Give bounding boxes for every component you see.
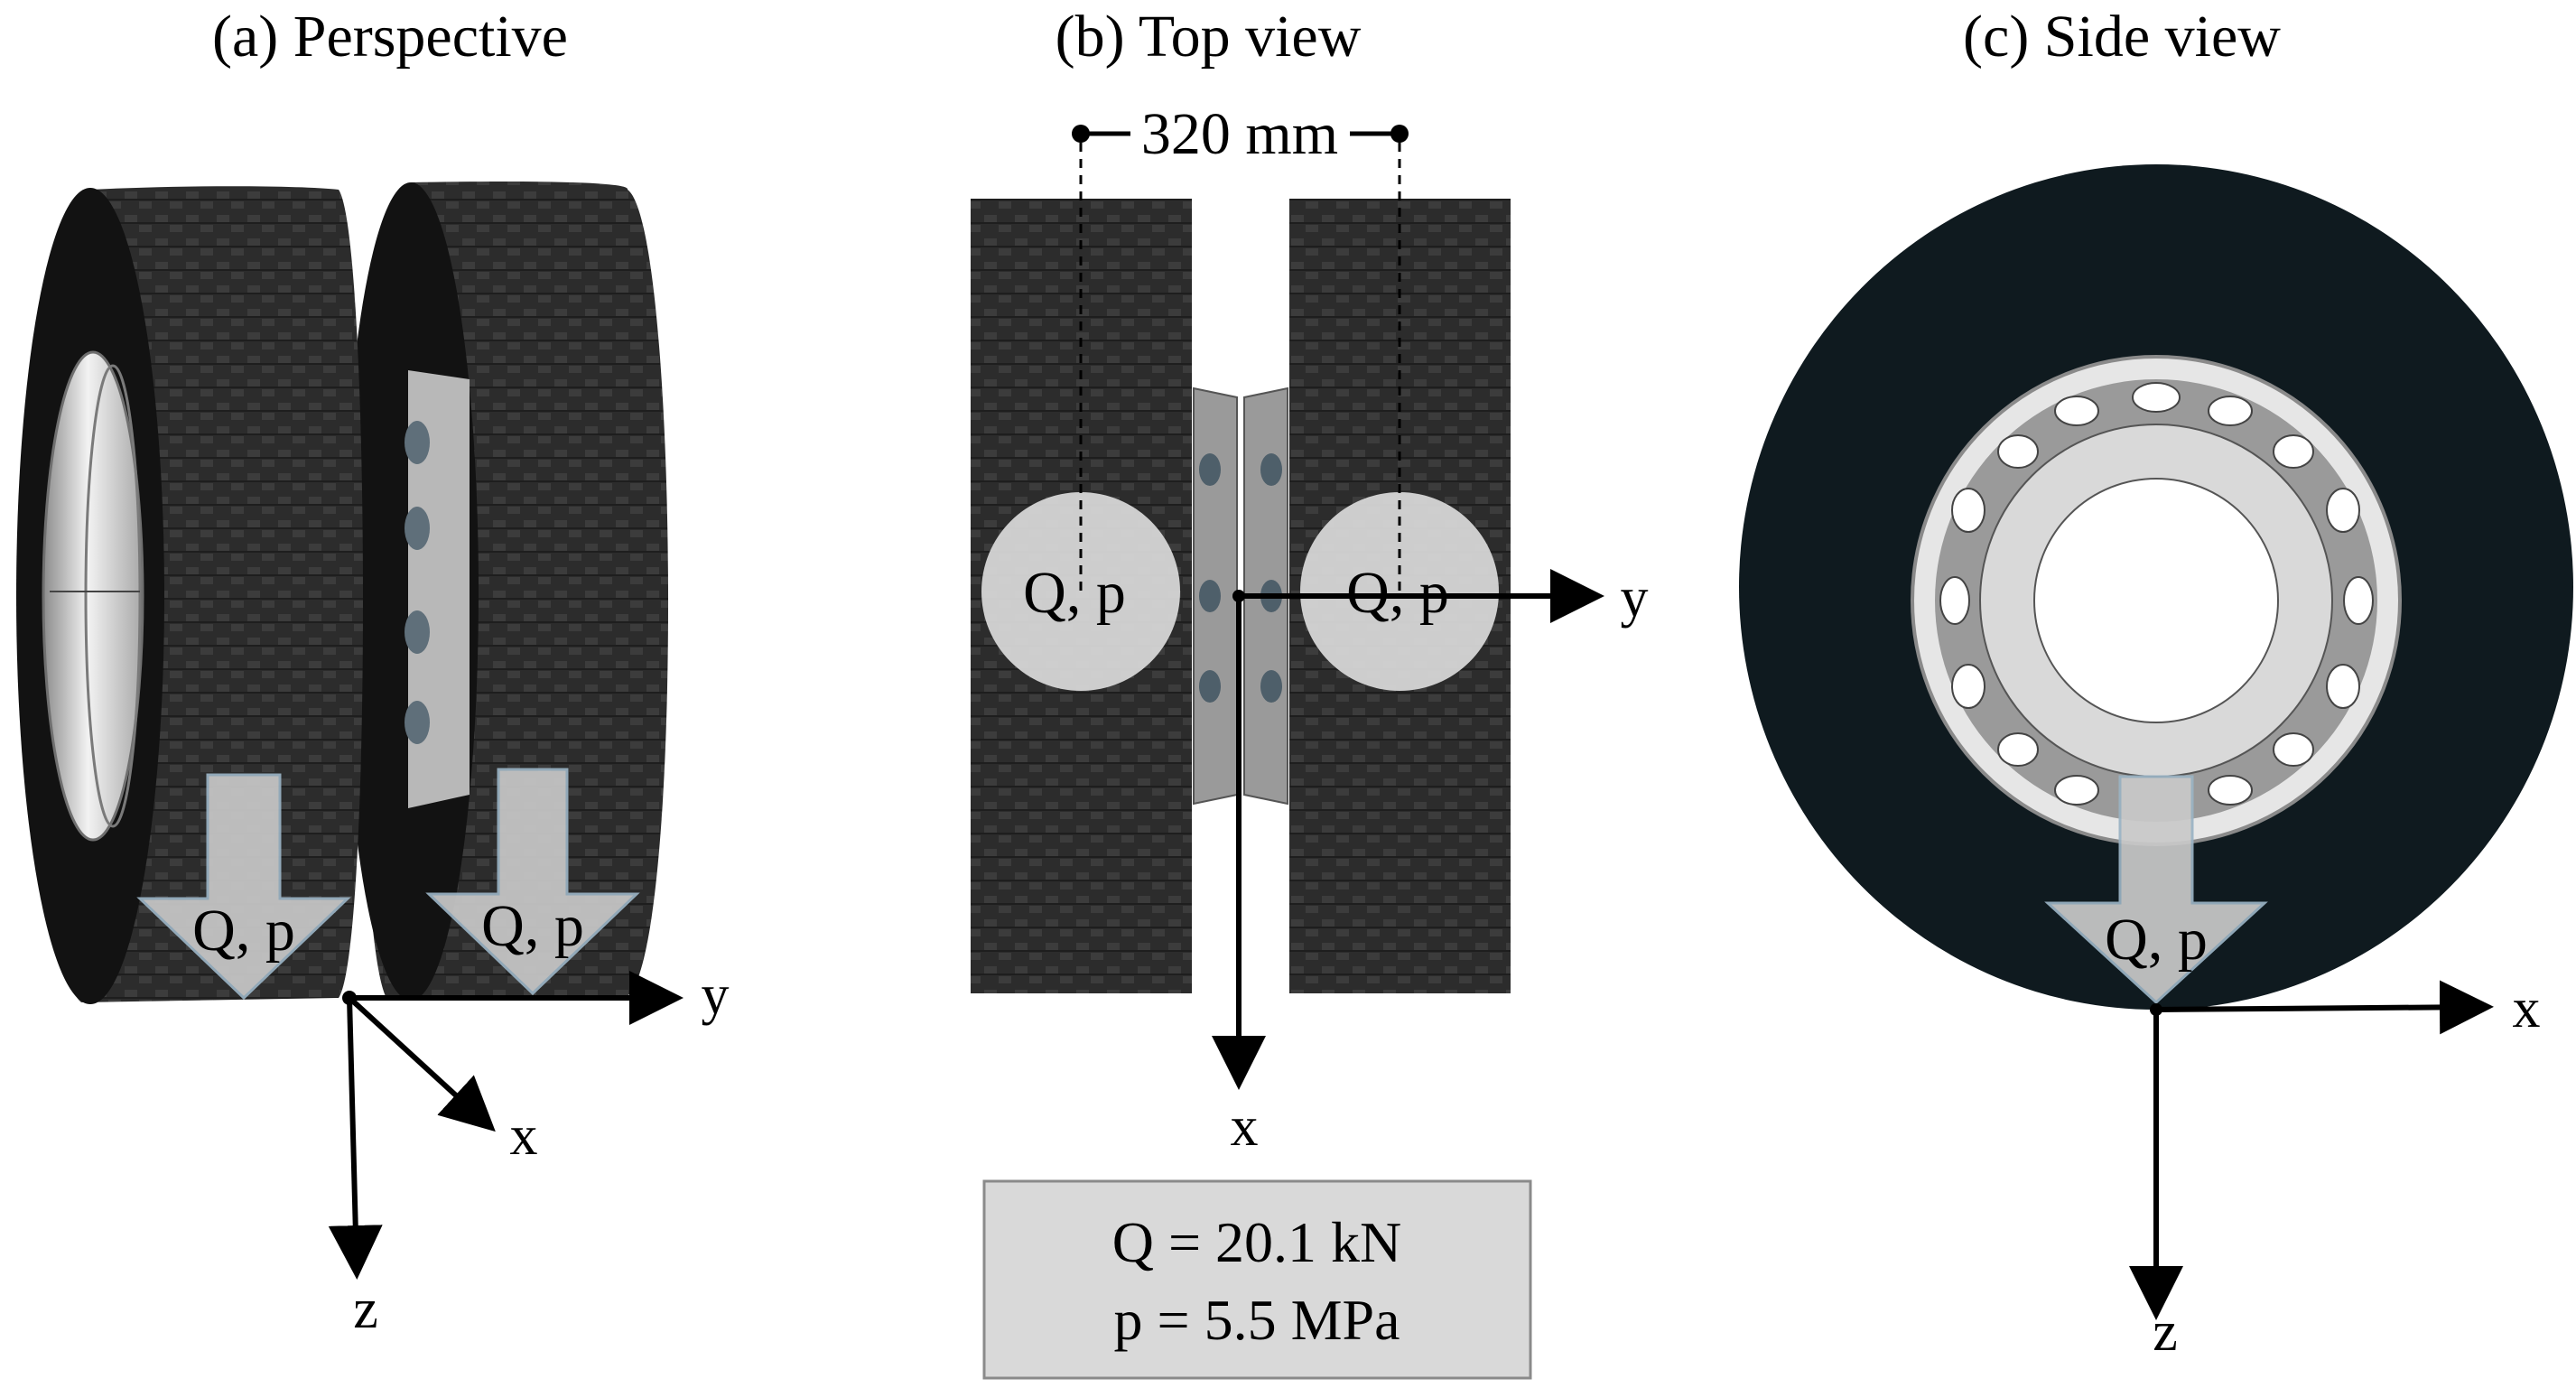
load-info-box: Q = 20.1 kN p = 5.5 MPa [982, 1179, 1532, 1380]
rim-hole [1199, 580, 1221, 612]
panel-c-title: (c) Side view [1963, 4, 2281, 70]
rear-rim-hole-2 [405, 507, 430, 550]
rim-hole [1199, 453, 1221, 486]
axes-c: x z [2129, 978, 2541, 1363]
front-rim [42, 350, 144, 842]
rim-icon [1911, 355, 2402, 846]
rim-hole [2054, 396, 2099, 426]
rim-hole [2132, 382, 2181, 413]
rim-hole [2326, 488, 2360, 533]
rim-hole [2273, 434, 2314, 469]
spacing-dimension: 320 mm [1072, 101, 1409, 592]
spacing-label: 320 mm [1141, 101, 1338, 167]
load-label-left: Q, p [1023, 560, 1126, 626]
info-pressure-value: p = 5.5 MPa [1114, 1288, 1400, 1352]
rim-center [2033, 478, 2279, 723]
panel-a-title: (a) Perspective [212, 4, 568, 70]
rim-hole [2208, 775, 2253, 806]
rim-hole [1260, 670, 1282, 703]
rim-hole [1199, 670, 1221, 703]
axis-arrow-icon [2155, 980, 2494, 1035]
info-load-value: Q = 20.1 kN [1112, 1210, 1402, 1274]
axes-b: y x [1212, 567, 1649, 1158]
load-arrow-icon [2044, 775, 2268, 1005]
axes-a: y x z [328, 964, 730, 1340]
info-box-background [982, 1179, 1532, 1380]
front-tire [16, 186, 364, 1004]
panel-c-side-view: (c) Side view [1739, 4, 2573, 1363]
rear-rim-hole-3 [405, 610, 430, 654]
load-label-right: Q, p [1346, 560, 1449, 626]
rear-rim-hole-4 [405, 701, 430, 744]
axis-label-x: x [510, 1105, 538, 1167]
rim-hole [2343, 576, 2374, 625]
rim-hole [2054, 775, 2099, 806]
load-circle-left [981, 492, 1180, 691]
front-rim-edge [84, 364, 142, 828]
axis-arrow-icon [347, 995, 496, 1132]
rim-holes [1939, 382, 2374, 806]
rear-tire [343, 181, 669, 1001]
rim-hole [1997, 434, 2039, 469]
load-arrow-right: Q, p [425, 768, 640, 996]
rim-hole [1939, 576, 1970, 625]
rim-hole [1951, 488, 1985, 533]
load-label: Q, p [2105, 907, 2208, 973]
axis-label-z: z [353, 1279, 378, 1340]
axis-label-x: x [1231, 1096, 1259, 1158]
rim-hole [2326, 664, 2360, 709]
rim-hole [2208, 396, 2253, 426]
axis-label-y: y [702, 964, 730, 1026]
load-arrow-left: Q, p [136, 773, 351, 1001]
panel-a-perspective: (a) Perspective Q, p Q, p [16, 4, 730, 1340]
axis-arrow-icon [328, 997, 383, 1280]
load-arrow-side: Q, p [2044, 775, 2268, 1005]
rear-rim-hole-1 [405, 421, 430, 464]
panel-b-top-view: (b) Top view Q, p Q, p 320 mm [971, 4, 1649, 1380]
axis-label-z: z [2153, 1301, 2178, 1363]
rim-hole [1951, 664, 1985, 709]
load-arrow-icon [425, 768, 640, 996]
rim-hole [1997, 732, 2039, 767]
load-arrow-icon [136, 773, 351, 1001]
axis-label-x: x [2513, 978, 2541, 1039]
rear-rim-window [408, 370, 470, 808]
load-circle-right [1300, 492, 1499, 691]
load-label-right: Q, p [481, 893, 584, 959]
panel-b-title: (b) Top view [1056, 4, 1362, 70]
load-label-left: Q, p [192, 898, 295, 964]
rim-hole [1260, 453, 1282, 486]
rim-hole [2273, 732, 2314, 767]
axis-label-y: y [1621, 567, 1649, 629]
